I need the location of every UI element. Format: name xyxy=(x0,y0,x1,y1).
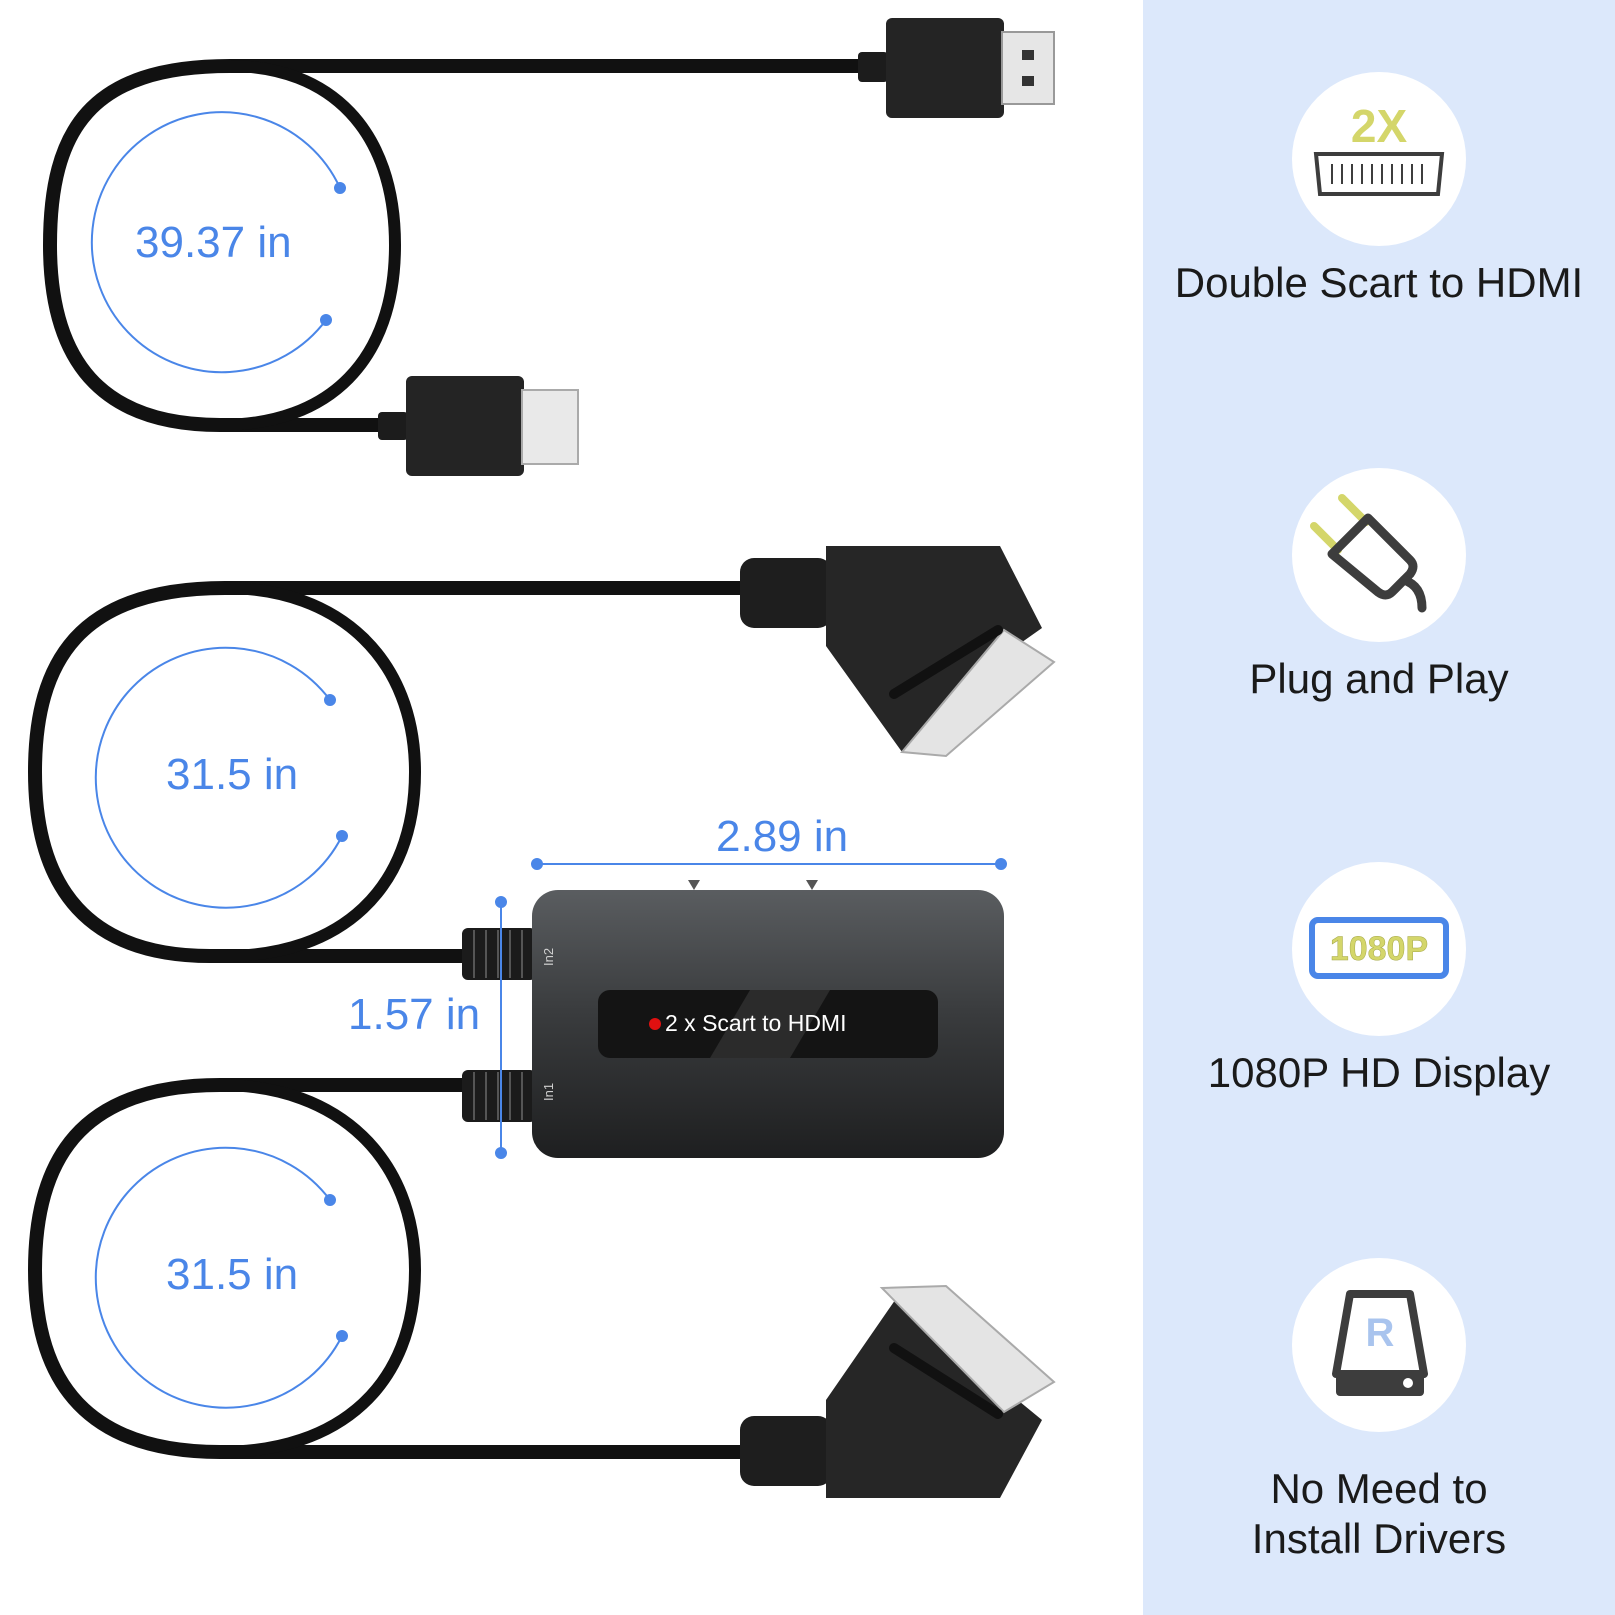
product-illustration xyxy=(27,18,1056,1498)
feature-label: 1080P HD Display xyxy=(1207,1049,1551,1096)
drive-icon-text: R xyxy=(1366,1311,1395,1355)
cable-strain-reliefs xyxy=(462,928,536,1122)
double-scart-icon-text: 2X xyxy=(1351,100,1408,152)
feature-no-drivers: R No Meed to Install Drivers xyxy=(1143,1258,1615,1564)
scart-cable-1 xyxy=(27,546,1056,963)
feature-icon-circle: 2X xyxy=(1292,72,1466,246)
port-in1-label: In1 xyxy=(541,1082,556,1101)
plug-icon xyxy=(1310,494,1427,613)
feature-double-scart: 2X Double Scart to HDMI xyxy=(1143,72,1615,308)
device-width-line xyxy=(531,858,1007,870)
feature-label: Plug and Play xyxy=(1249,655,1509,702)
device-name-label: 2 x Scart to HDMI xyxy=(665,1010,847,1036)
feature-plug-and-play: Plug and Play xyxy=(1143,468,1615,704)
hdmi-length-label: 39.37 in xyxy=(135,218,292,267)
converter-device xyxy=(532,880,1004,1158)
1080p-icon-text: 1080P xyxy=(1330,930,1428,968)
scart1-length-arc xyxy=(94,646,348,909)
feature-label-line1: No Meed to xyxy=(1270,1465,1488,1512)
device-height-label: 1.57 in xyxy=(348,990,481,1039)
hdmi-length-arc xyxy=(90,111,346,374)
feature-label-line2: Install Drivers xyxy=(1251,1515,1507,1562)
feature-label: Double Scart to HDMI xyxy=(1174,259,1584,306)
scart1-length-label: 31.5 in xyxy=(166,750,299,799)
feature-1080p: 1080P 1080P HD Display xyxy=(1143,862,1615,1098)
features-panel: 2X Double Scart to HDMI Plug an xyxy=(1143,0,1615,1615)
1080p-icon: 1080P xyxy=(1309,917,1449,979)
feature-icon-circle: 1080P xyxy=(1292,862,1466,1036)
drive-icon: R xyxy=(1332,1290,1428,1396)
device-height-line xyxy=(495,896,507,1159)
feature-label: No Meed to Install Drivers xyxy=(1143,1464,1615,1564)
feature-icon-circle: R xyxy=(1292,1258,1466,1432)
device-width-label: 2.89 in xyxy=(716,812,849,861)
double-scart-icon: 2X xyxy=(1313,100,1445,196)
scart2-length-label: 31.5 in xyxy=(166,1250,299,1299)
scart-cable-2 xyxy=(27,1078,1056,1498)
port-in2-label: In2 xyxy=(541,947,556,966)
scart2-length-arc xyxy=(94,1146,348,1409)
hdmi-cable xyxy=(42,18,1055,476)
feature-icon-circle xyxy=(1292,468,1466,642)
